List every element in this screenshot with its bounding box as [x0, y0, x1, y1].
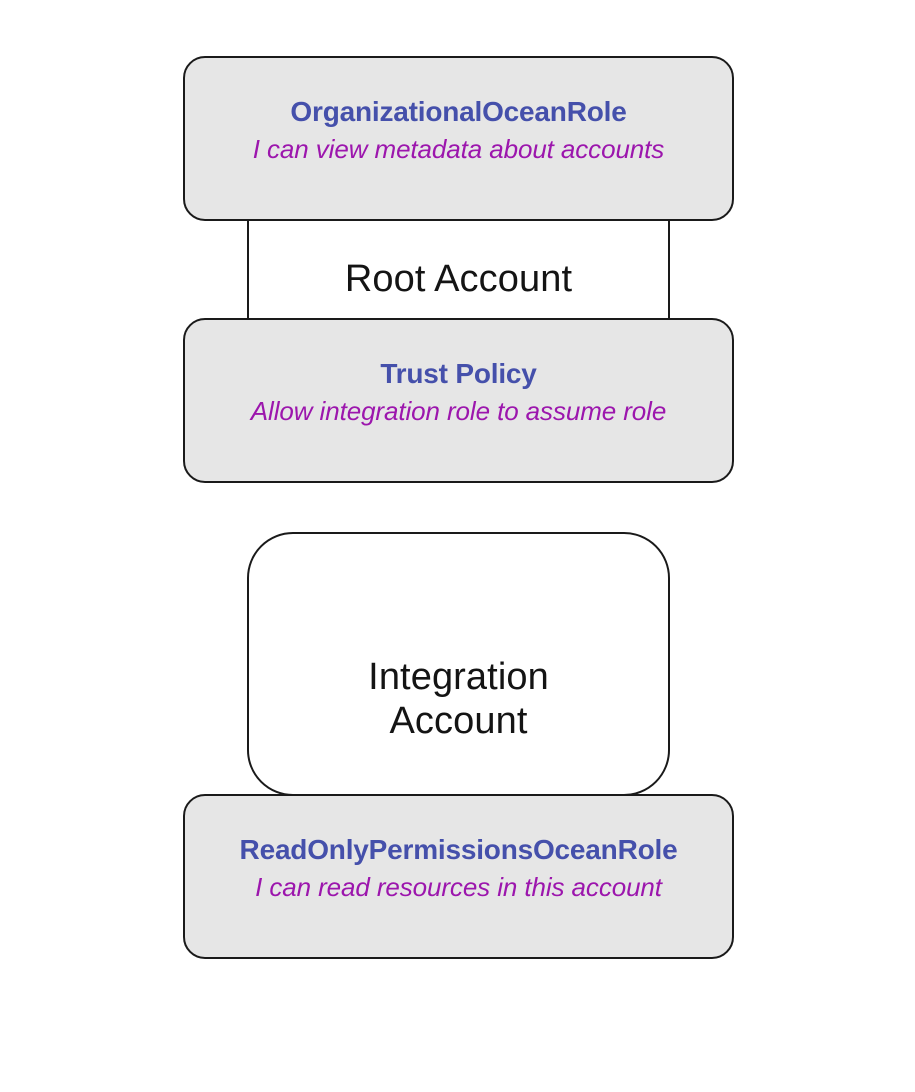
- integration-account-container: Integration Account: [247, 532, 670, 796]
- trust-policy-title: Trust Policy: [380, 358, 537, 390]
- integration-account-label: Integration Account: [368, 656, 549, 743]
- readonly-permissions-ocean-role-subtitle: I can read resources in this account: [255, 872, 662, 903]
- trust-policy-subtitle: Allow integration role to assume role: [250, 396, 667, 427]
- organizational-ocean-role-title: OrganizationalOceanRole: [290, 96, 627, 128]
- organizational-ocean-role-subtitle: I can view metadata about accounts: [252, 134, 665, 165]
- trust-policy-card[interactable]: Trust Policy Allow integration role to a…: [183, 318, 734, 483]
- readonly-permissions-ocean-role-title: ReadOnlyPermissionsOceanRole: [239, 834, 678, 866]
- organizational-ocean-role-card[interactable]: OrganizationalOceanRole I can view metad…: [183, 56, 734, 221]
- readonly-permissions-ocean-role-card[interactable]: ReadOnlyPermissionsOceanRole I can read …: [183, 794, 734, 959]
- root-account-label: Root Account: [344, 258, 573, 300]
